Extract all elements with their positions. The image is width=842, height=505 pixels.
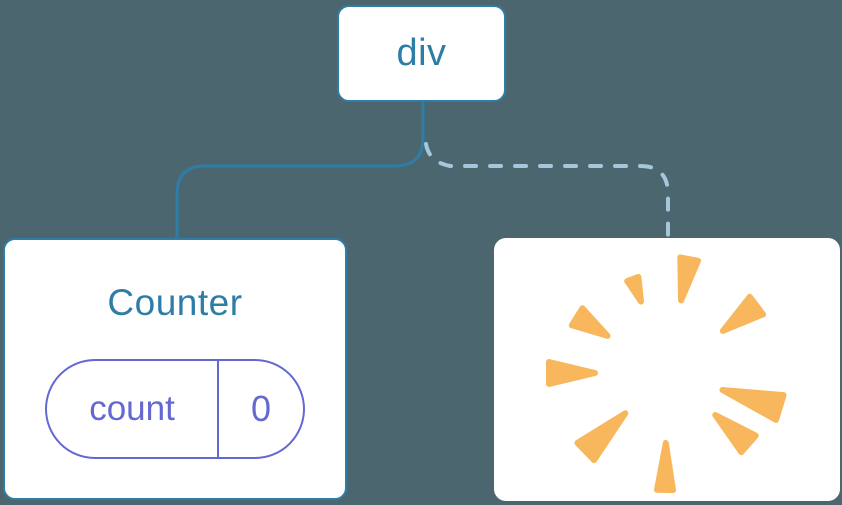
state-pill: count 0 — [45, 359, 305, 459]
poof-wedge — [712, 412, 759, 456]
state-pill-name: count — [47, 361, 219, 457]
connector-div-to-counter — [175, 101, 425, 240]
tree-node-counter: Counter count 0 — [3, 238, 347, 500]
poof-wedge — [654, 440, 676, 494]
connector-div-to-removed — [424, 142, 670, 242]
poof-icon — [546, 254, 787, 494]
poof-wedge — [574, 410, 629, 464]
poof-wedge — [624, 274, 644, 305]
poof-wedge — [568, 305, 611, 339]
poof-wedge — [546, 359, 598, 387]
tree-node-removed — [494, 238, 840, 501]
poof-wedge — [677, 254, 701, 304]
poof-wedge — [719, 293, 767, 334]
tree-node-div: div — [337, 5, 506, 102]
state-pill-value: 0 — [250, 388, 272, 429]
poof-wedge — [719, 387, 787, 423]
tree-node-div-label: div — [396, 32, 447, 74]
counter-node-title: Counter — [107, 282, 243, 323]
